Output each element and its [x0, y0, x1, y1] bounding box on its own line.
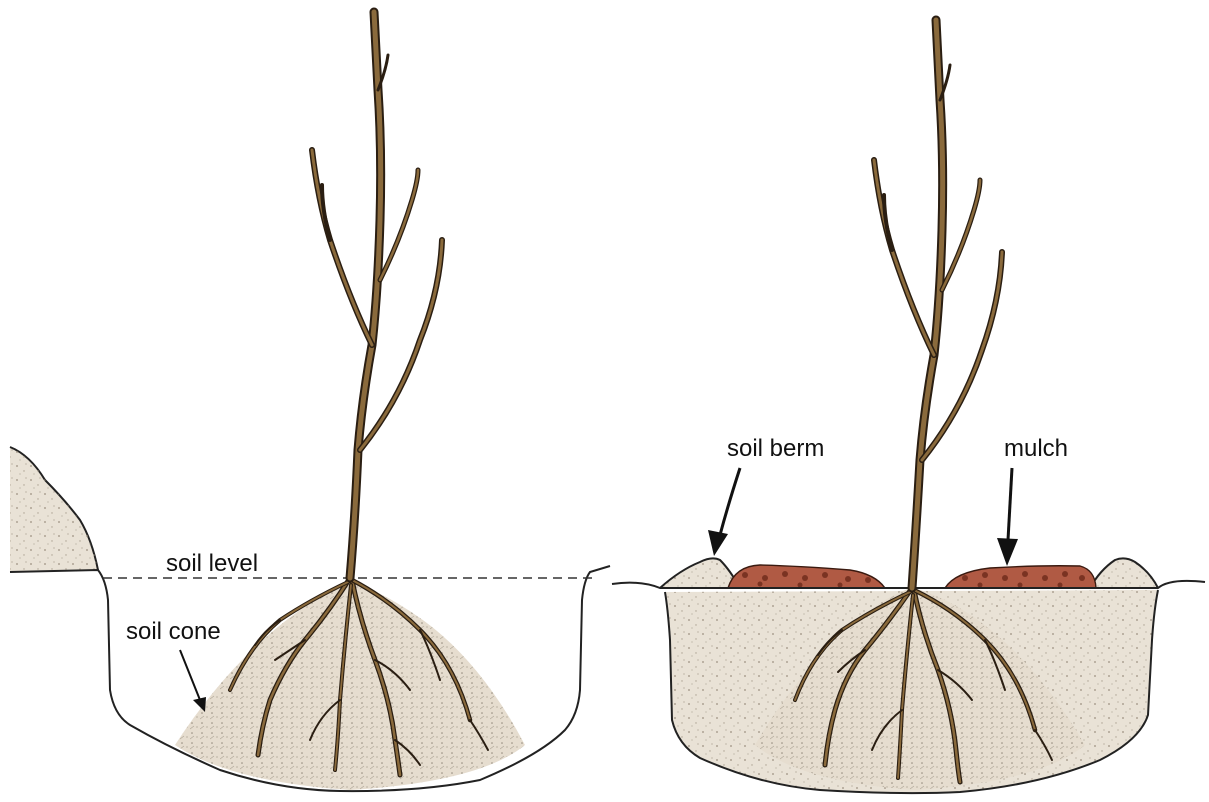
mulch-label: mulch [1004, 437, 1068, 461]
soil-berm-arrow [708, 468, 740, 556]
right-panel [612, 20, 1205, 793]
left-soil-pile [10, 447, 98, 572]
right-tree [874, 20, 1002, 588]
left-panel [10, 12, 610, 791]
soil-level-label: soil level [166, 552, 258, 576]
mulch-arrow [997, 468, 1018, 566]
soil-berm-label: soil berm [727, 437, 824, 461]
left-soil-cone [175, 583, 525, 790]
left-tree [312, 12, 442, 578]
soil-cone-arrow [180, 650, 206, 712]
soil-cone-label: soil cone [126, 620, 221, 644]
